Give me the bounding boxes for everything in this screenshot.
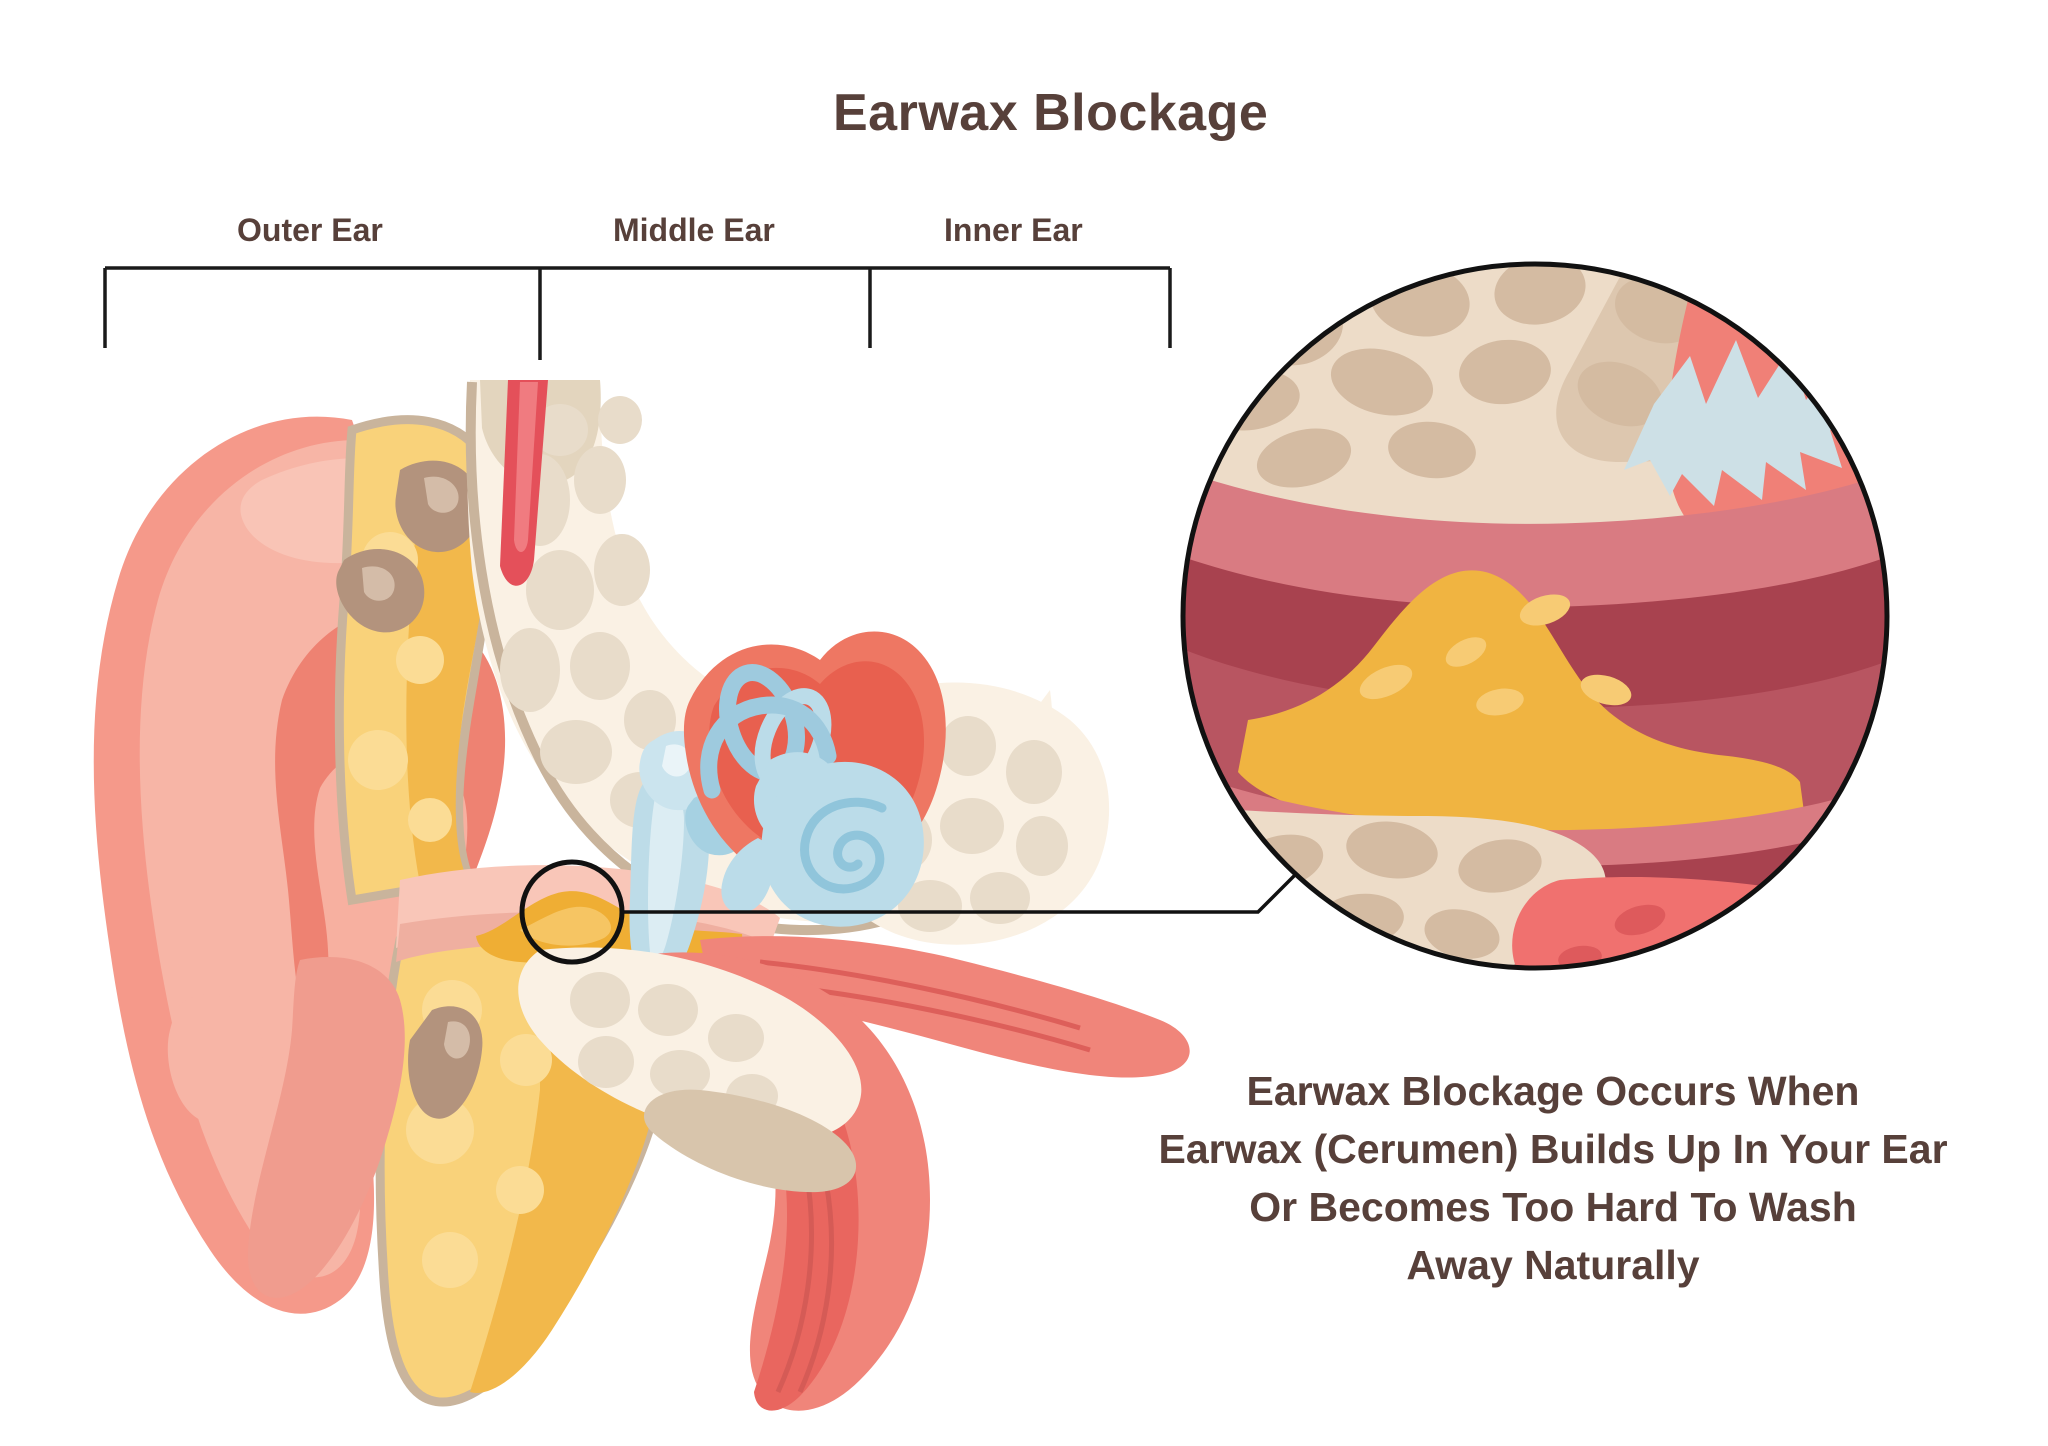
page-title: Earwax Blockage xyxy=(833,84,1268,142)
temporal-bone-lower-shade xyxy=(643,1089,857,1193)
inset-border-circle xyxy=(1180,261,1890,971)
caption-line-2: Earwax (Cerumen) Builds Up In Your Ear xyxy=(1158,1126,1947,1172)
cerumen-gland-highlight-2 xyxy=(362,566,395,601)
bone-cells-lower xyxy=(570,972,778,1118)
wax-plug-highlight xyxy=(520,906,612,946)
lower-pore-5 xyxy=(422,1232,478,1288)
section-bracket xyxy=(103,266,1172,360)
cartilage-pore-2 xyxy=(396,636,444,684)
cartilage-upper-shade xyxy=(406,469,489,884)
cerumen-gland-lower-highlight xyxy=(444,1021,470,1059)
section-label-outer-ear: Outer Ear xyxy=(237,212,383,248)
caption-block: Earwax Blockage Occurs When Earwax (Ceru… xyxy=(1158,1068,1947,1288)
magnified-inset xyxy=(1180,261,1890,971)
eustachian-tube-stripe-1 xyxy=(759,959,1081,1031)
lower-pore-4 xyxy=(496,1166,544,1214)
caption-line-4: Away Naturally xyxy=(1406,1242,1699,1288)
pinna-lobe-crease xyxy=(167,993,263,1124)
cartilage-pore-3 xyxy=(348,730,408,790)
section-label-inner-ear: Inner Ear xyxy=(944,212,1083,248)
lower-pore-3 xyxy=(406,1096,474,1164)
ear-cross-section xyxy=(93,380,1190,1411)
semicircular-canal-lateral xyxy=(700,696,837,799)
cerumen-gland-highlight-1 xyxy=(424,476,459,513)
ossicle-malleus-highlight xyxy=(662,744,691,777)
cochlea-stalk xyxy=(721,838,774,914)
inset-canal-wall-light xyxy=(1183,468,1887,609)
soft-tissue-lower xyxy=(247,957,405,1298)
blood-vessel-highlight xyxy=(514,382,538,552)
inset-earwax-highlights xyxy=(1359,594,1632,716)
section-label-middle-ear: Middle Ear xyxy=(613,212,775,248)
lower-pore-2 xyxy=(500,1034,552,1086)
caption-line-3: Or Becomes Too Hard To Wash xyxy=(1249,1184,1857,1230)
cochlea-spiral xyxy=(800,797,887,894)
eardrum-highlight xyxy=(648,790,684,962)
inset-eardrum xyxy=(1624,340,1880,506)
caption-line-1: Earwax Blockage Occurs When xyxy=(1247,1068,1860,1114)
cartilage-pore-4 xyxy=(408,798,452,842)
